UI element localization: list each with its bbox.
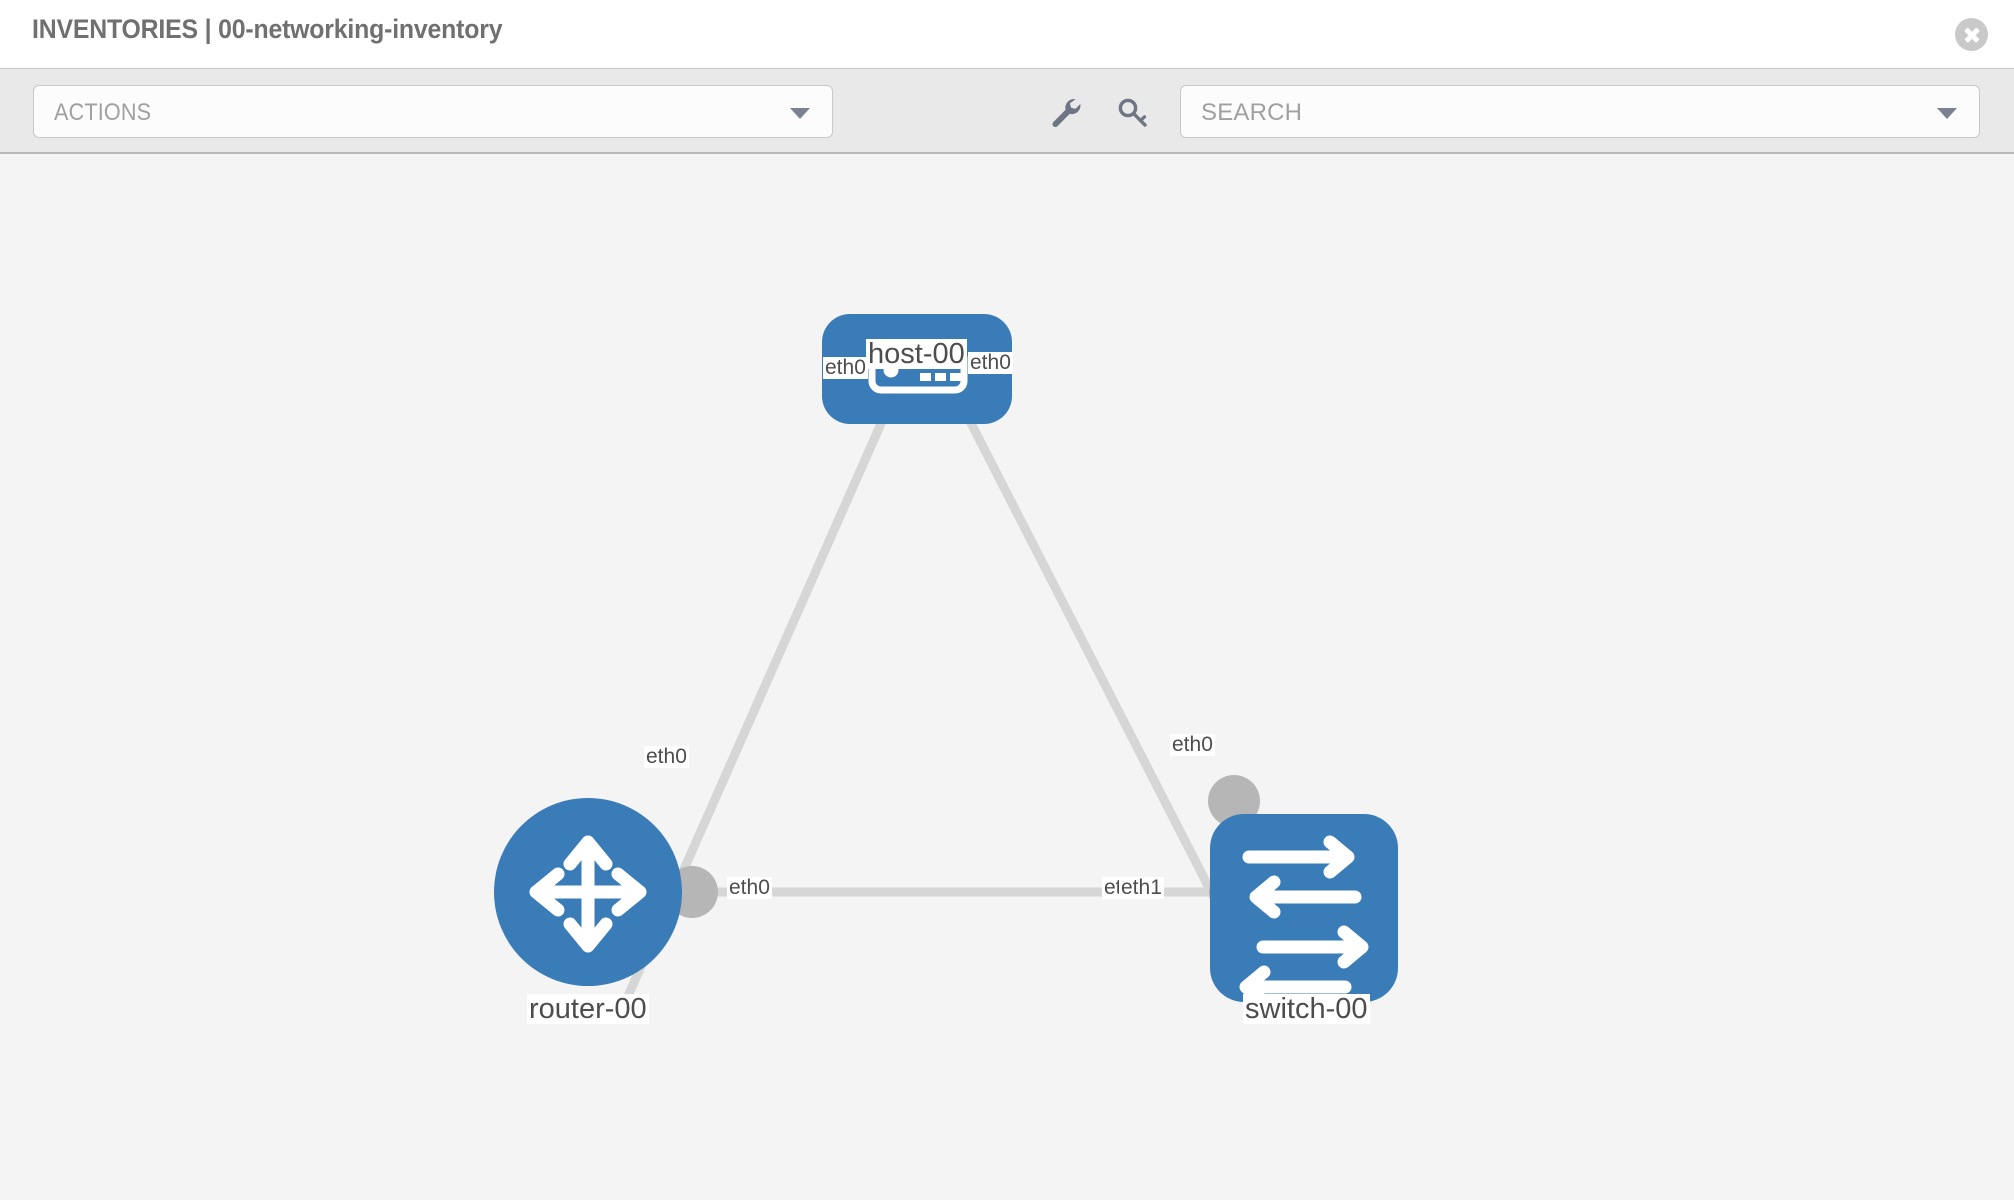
node-label-host-00: host-00 bbox=[866, 338, 967, 370]
iface-label-router-00-eth0-uplink: eth0 bbox=[644, 745, 689, 769]
chevron-down-icon[interactable] bbox=[1937, 107, 1957, 119]
chevron-down-icon bbox=[790, 107, 810, 119]
node-label-switch-00: switch-00 bbox=[1243, 993, 1370, 1025]
actions-dropdown-label: ACTIONS bbox=[54, 99, 152, 126]
actions-dropdown[interactable]: ACTIONS bbox=[33, 85, 833, 138]
iface-label-host-00-eth0-right: eth0 bbox=[968, 351, 1013, 375]
iface-label-router-00-eth0: eth0 bbox=[727, 876, 772, 900]
node-router-00[interactable] bbox=[494, 798, 682, 986]
toolbar: ACTIONS SEARCH bbox=[0, 68, 2014, 154]
router-arrows-icon bbox=[529, 835, 647, 953]
node-switch-00[interactable] bbox=[1210, 814, 1398, 1009]
iface-label-switch-00-eth0-uplink: eth0 bbox=[1170, 733, 1215, 757]
page-header: INVENTORIES | 00-networking-inventory bbox=[0, 0, 2014, 68]
node-label-router-00: router-00 bbox=[527, 993, 649, 1025]
topology-canvas[interactable]: host-00 router-00 switch-00 eth0 eth0 et… bbox=[0, 154, 2014, 1200]
search-placeholder: SEARCH bbox=[1201, 99, 1303, 126]
close-icon[interactable] bbox=[1955, 18, 1988, 51]
key-icon[interactable] bbox=[1115, 95, 1151, 131]
wrench-icon[interactable] bbox=[1048, 95, 1084, 131]
iface-label-switch-00-eth1: eth1 bbox=[1119, 876, 1164, 900]
iface-label-host-00-eth0-left: eth0 bbox=[823, 356, 868, 380]
topology-graph bbox=[494, 314, 1398, 1016]
search-input[interactable]: SEARCH bbox=[1180, 85, 1980, 138]
link-host-switch[interactable] bbox=[950, 389, 1248, 957]
page-title: INVENTORIES | 00-networking-inventory bbox=[32, 14, 503, 44]
